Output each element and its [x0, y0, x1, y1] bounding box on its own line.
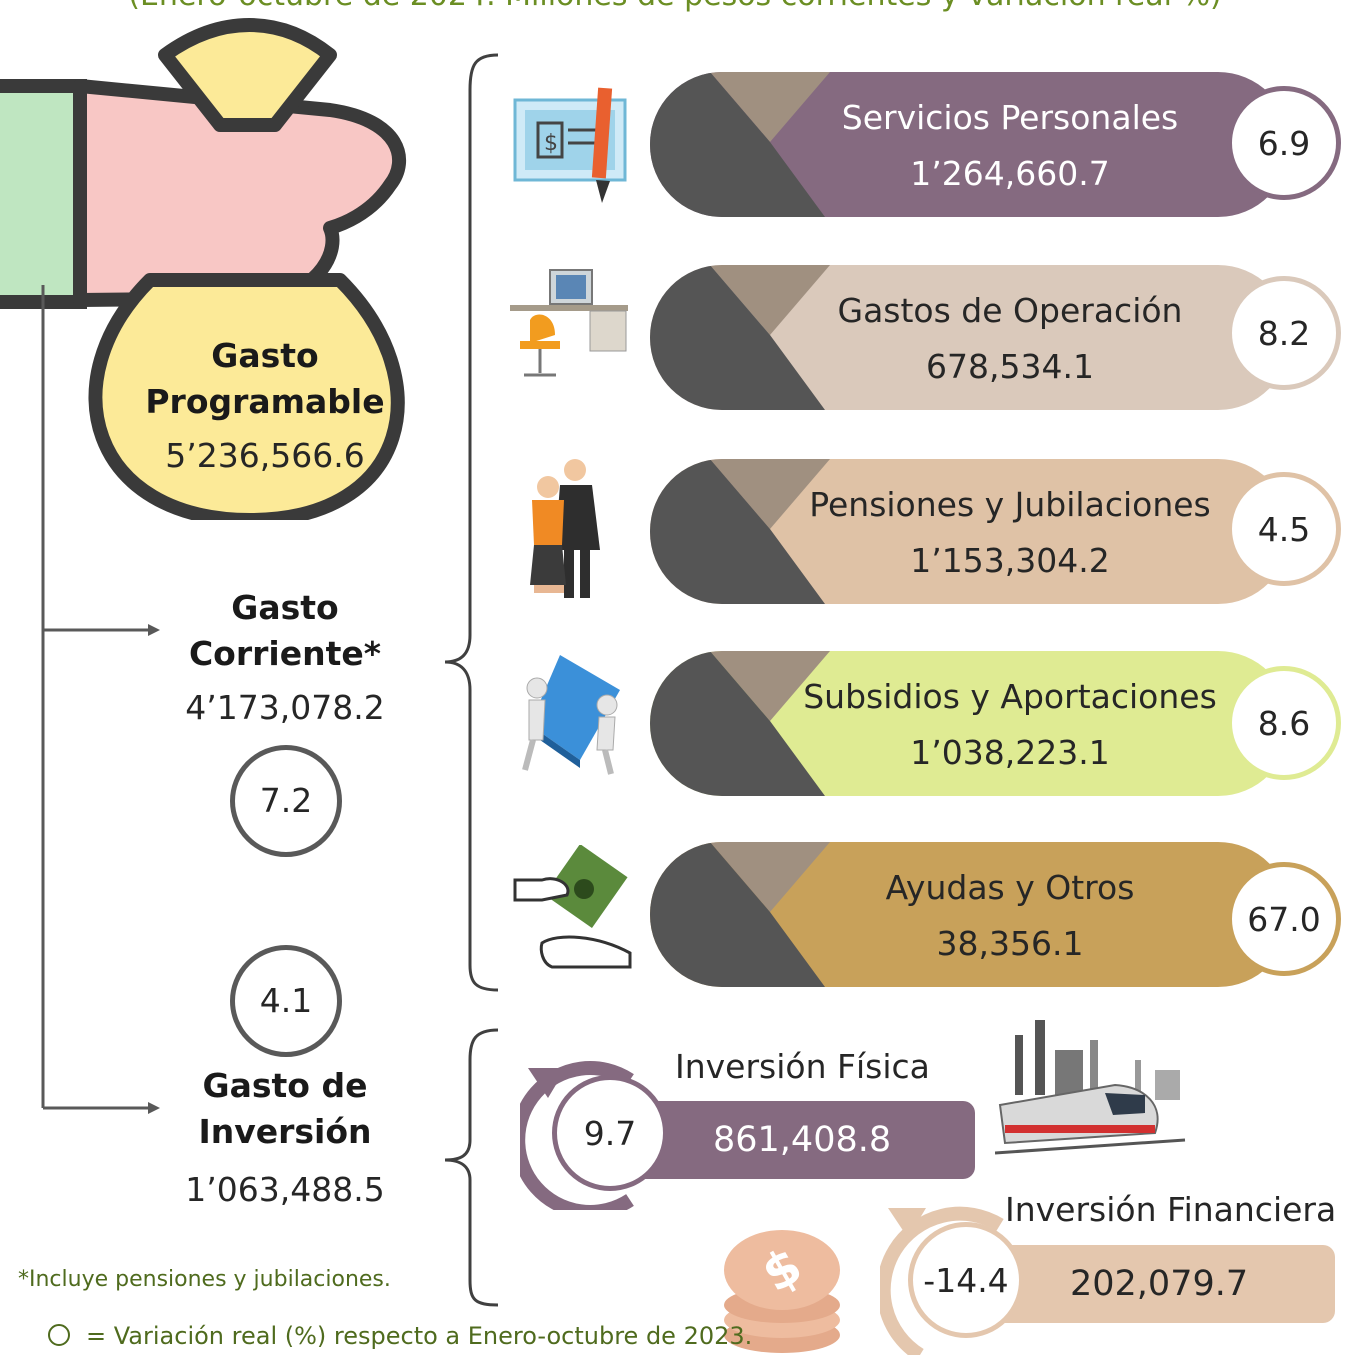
legend: = Variación real (%) respecto a Enero-oc…: [48, 1322, 752, 1350]
corriente-variation: 7.2: [230, 745, 342, 857]
inversion-fisica-value: 861,408.8: [713, 1120, 892, 1160]
category-value: 1’038,223.1: [910, 733, 1110, 772]
pill-background: [650, 265, 1290, 410]
category-value: 1’153,304.2: [910, 541, 1110, 580]
pill-background: [650, 72, 1290, 217]
inversion-label: Gasto de Inversión: [198, 1066, 372, 1151]
inversion-variation: 4.1: [230, 945, 342, 1057]
office-desk-icon: [510, 269, 628, 377]
category-servicios-personales: Servicios Personales 1’264,660.7: [650, 72, 1290, 217]
category-name: Pensiones y Jubilaciones: [809, 485, 1211, 524]
category-name: Servicios Personales: [841, 98, 1179, 137]
money-hands-icon: [513, 845, 632, 969]
corriente-label: Gasto Corriente*: [188, 588, 382, 673]
category-variation-badge: 67.0: [1227, 862, 1341, 976]
check-pen-icon: $: [513, 87, 627, 203]
footnote: *Incluye pensiones y jubilaciones.: [18, 1267, 391, 1292]
pill-background: [650, 842, 1290, 987]
inversion-financiera-label: Inversión Financiera: [1005, 1190, 1337, 1229]
legend-text: = Variación real (%) respecto a Enero-oc…: [86, 1322, 753, 1350]
inversion-fisica-arc: [520, 1061, 634, 1210]
svg-text:$: $: [544, 131, 558, 156]
inversion-financiera-variation: -14.4: [908, 1222, 1024, 1338]
category-name: Subsidios y Aportaciones: [803, 677, 1217, 716]
chart-title: (Enero-octubre de 2024. Millones de peso…: [0, 0, 1350, 13]
category-variation-badge: 8.6: [1227, 666, 1341, 780]
category-gastos-de-operacion: Gastos de Operación 678,534.1: [650, 265, 1290, 410]
inversion-financiera-value: 202,079.7: [1070, 1264, 1249, 1304]
pill-background: [650, 651, 1290, 796]
category-pensiones-y-jubilaciones: Pensiones y Jubilaciones 1’153,304.2: [650, 459, 1290, 604]
inversion-value: 1’063,488.5: [185, 1170, 385, 1209]
connector-lines: [41, 285, 160, 1114]
category-variation-badge: 4.5: [1227, 472, 1341, 586]
category-variation-badge: 8.2: [1227, 276, 1341, 390]
category-name: Gastos de Operación: [837, 291, 1183, 330]
money-bag-hand-icon: [0, 18, 406, 520]
category-name: Ayudas y Otros: [885, 868, 1135, 907]
legend-circle-icon: [48, 1324, 70, 1346]
brace-lines: [444, 53, 499, 1307]
programable-value: 5’236,566.6: [165, 436, 365, 475]
category-value: 678,534.1: [926, 347, 1094, 386]
people-carrying-icon: [522, 655, 620, 775]
category-variation-badge: 6.9: [1227, 86, 1341, 200]
train-factory-icon: [995, 1020, 1186, 1155]
category-subsidios-y-aportaciones: Subsidios y Aportaciones 1’038,223.1: [650, 651, 1290, 796]
pill-background: [650, 459, 1290, 604]
inversion-fisica-variation: 9.7: [552, 1075, 668, 1191]
category-value: 38,356.1: [936, 924, 1084, 963]
elderly-couple-icon: [530, 459, 600, 598]
inversion-fisica-label: Inversión Física: [675, 1047, 930, 1086]
programable-label: Gasto Programable: [145, 336, 385, 421]
category-ayudas-y-otros: Ayudas y Otros 38,356.1: [650, 842, 1290, 987]
corriente-value: 4’173,078.2: [185, 688, 385, 727]
inversion-financiera-arc: [880, 1206, 1004, 1355]
coins-icon: $: [724, 1230, 840, 1353]
category-value: 1’264,660.7: [910, 154, 1110, 193]
